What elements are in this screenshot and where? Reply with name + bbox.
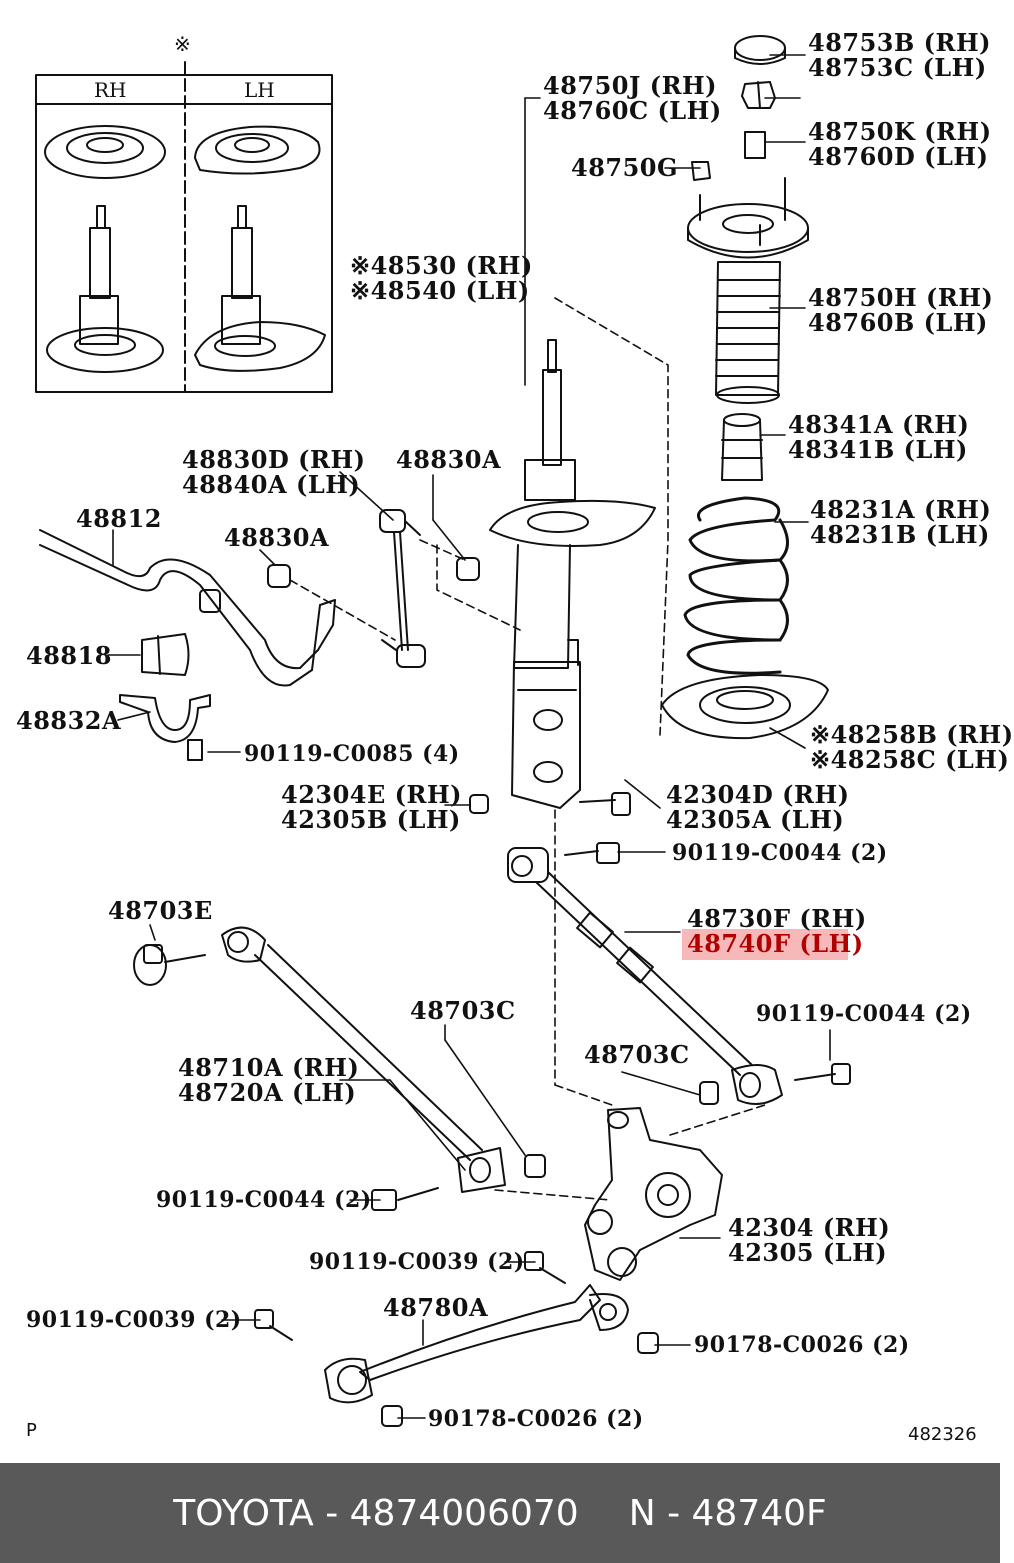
part-label-48750j[interactable]: 48750J (RH)48760C (LH) xyxy=(543,71,722,125)
knuckle-bolts xyxy=(469,792,631,864)
part-label-42304d[interactable]: 42304D (RH)42305A (LH) xyxy=(666,780,850,834)
inset-box xyxy=(35,61,333,393)
selected-part-48740f: 48740F (LH) xyxy=(687,929,864,958)
part-label-48780a[interactable]: 48780A xyxy=(383,1293,489,1322)
inset-col-lh: LH xyxy=(244,78,275,102)
footer-part-number: TOYOTA - 4874006070 xyxy=(173,1492,579,1534)
lower-insulator xyxy=(661,674,829,740)
part-label-48703c-upper[interactable]: 48703C xyxy=(410,996,516,1025)
part-label-48750g[interactable]: 48750G xyxy=(571,153,678,182)
part-label-48830a-lower[interactable]: 48830A xyxy=(224,523,330,552)
leader-lines xyxy=(107,54,831,1419)
inset-col-rh: RH xyxy=(94,78,127,102)
top-mount-cap xyxy=(691,35,786,181)
part-label-48258[interactable]: ※48258B (RH)※48258C (LH) xyxy=(810,720,1014,774)
part-label-48750h[interactable]: 48750H (RH)48760B (LH) xyxy=(808,283,994,337)
stabilizer xyxy=(39,509,480,687)
part-label-42304[interactable]: 42304 (RH)42305 (LH) xyxy=(728,1213,891,1267)
part-label-48730f[interactable]: 48730F (RH)48740F (LH) xyxy=(687,904,867,958)
inset-mark: ※ xyxy=(174,32,191,56)
bump-stopper xyxy=(721,413,763,481)
diagram-number: 482326 xyxy=(908,1424,977,1445)
part-label-90119-c0039-a[interactable]: 90119-C0039 (2) xyxy=(309,1249,525,1275)
part-label-90119-c0039-b[interactable]: 90119-C0039 (2) xyxy=(26,1307,242,1333)
part-label-48530[interactable]: ※48530 (RH)※48540 (LH) xyxy=(350,251,533,305)
part-label-90119-c0044-c[interactable]: 90119-C0044 (2) xyxy=(156,1187,372,1213)
part-label-48830a-upper[interactable]: 48830A xyxy=(396,445,502,474)
part-label-48832[interactable]: 48832A xyxy=(16,706,122,735)
part-label-48812[interactable]: 48812 xyxy=(76,504,162,533)
part-label-42304e[interactable]: 42304E (RH)42305B (LH) xyxy=(281,780,462,834)
part-label-90119-c0044-a[interactable]: 90119-C0044 (2) xyxy=(672,840,888,866)
coil-spring xyxy=(683,496,789,675)
upper-support xyxy=(687,177,809,404)
dashed-lines xyxy=(289,297,766,1201)
upper-arm xyxy=(507,847,851,1105)
footer-catalog-code: N - 48740F xyxy=(628,1492,827,1534)
part-label-48231[interactable]: 48231A (RH)48231B (LH) xyxy=(810,495,992,549)
part-label-48750k[interactable]: 48750K (RH)48760D (LH) xyxy=(808,117,992,171)
part-label-90178-c0026-a[interactable]: 90178-C0026 (2) xyxy=(694,1332,910,1358)
part-label-48341[interactable]: 48341A (RH)48341B (LH) xyxy=(788,410,970,464)
bushing-bracket xyxy=(119,633,211,761)
part-label-48710a[interactable]: 48710A (RH)48720A (LH) xyxy=(178,1053,360,1107)
part-label-90178-c0026-b[interactable]: 90178-C0026 (2) xyxy=(428,1406,644,1432)
part-label-48818[interactable]: 48818 xyxy=(26,641,112,670)
part-label-48703c-lower[interactable]: 48703C xyxy=(584,1040,690,1069)
lower-arm xyxy=(133,926,546,1211)
parts-diagram xyxy=(35,35,851,1427)
part-label-90119-c0044-b[interactable]: 90119-C0044 (2) xyxy=(756,1001,972,1027)
part-label-48753[interactable]: 48753B (RH)48753C (LH) xyxy=(808,28,991,82)
footer-bar: TOYOTA - 4874006070 N - 48740F xyxy=(0,1463,1000,1563)
main-strut xyxy=(489,339,656,809)
part-label-48830d[interactable]: 48830D (RH)48840A (LH) xyxy=(182,445,366,499)
part-highlight xyxy=(682,929,848,960)
rear-rod xyxy=(254,1251,659,1427)
knuckle xyxy=(584,1107,723,1281)
part-label-48703e[interactable]: 48703E xyxy=(108,896,213,925)
corner-code-left: P xyxy=(26,1420,37,1441)
part-label-90119-c0085[interactable]: 90119-C0085 (4) xyxy=(244,741,460,767)
